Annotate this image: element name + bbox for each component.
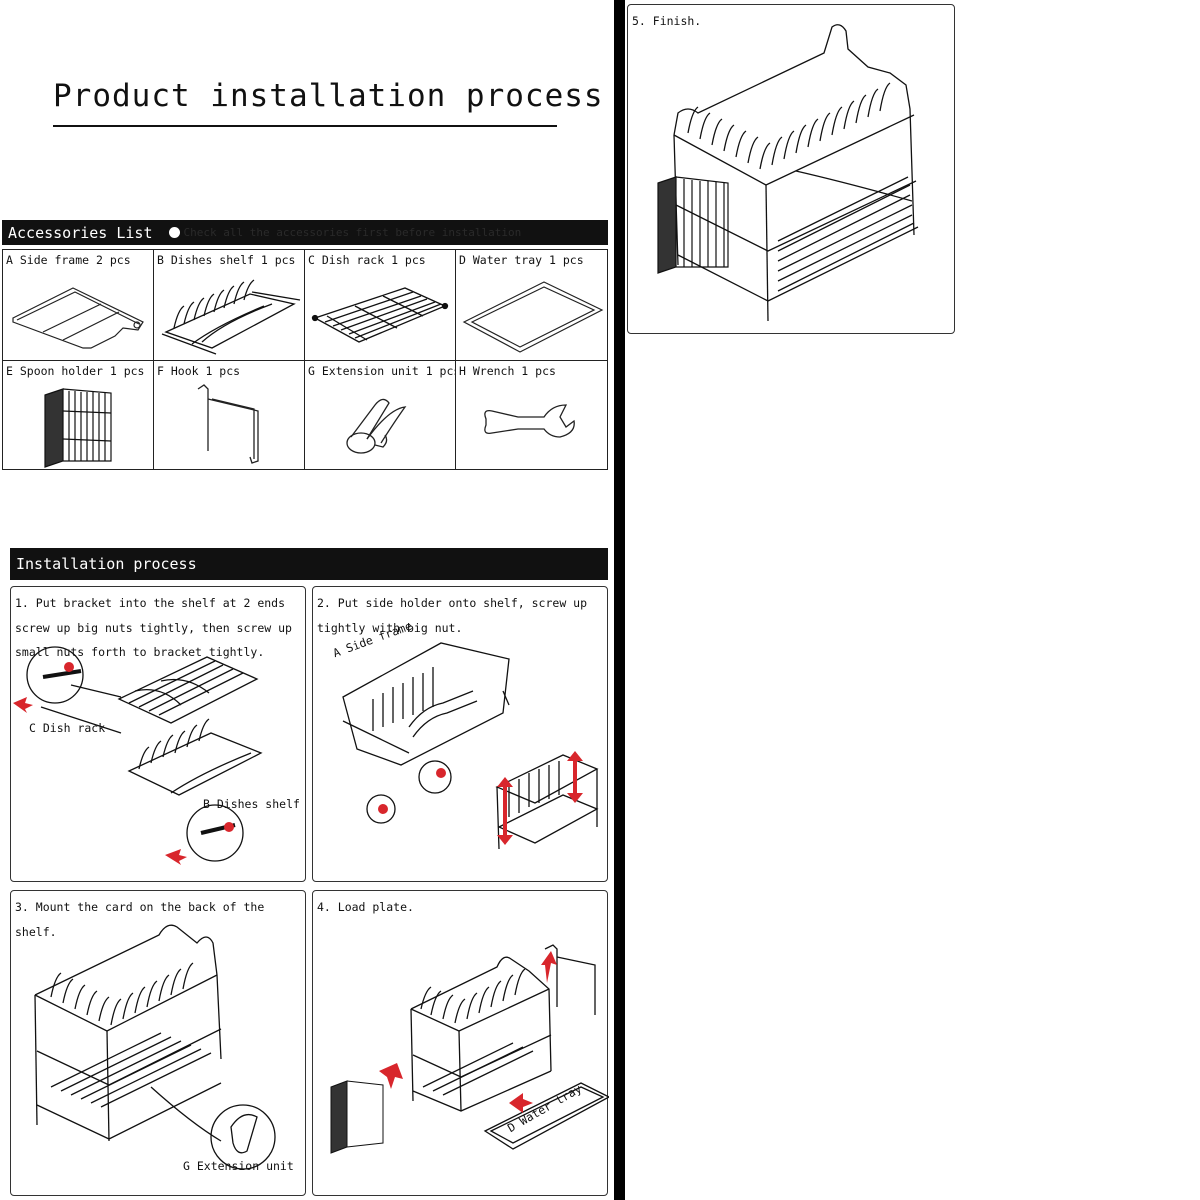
step-1-diagram bbox=[13, 646, 263, 865]
step-3-diagram bbox=[34, 924, 276, 1170]
column-divider bbox=[614, 0, 625, 1200]
accessory-spoon-holder: E Spoon holder 1 pcs bbox=[2, 360, 154, 470]
step-1-panel: 1. Put bracket into the shelf at 2 ends … bbox=[10, 586, 306, 882]
accessory-label: C Dish rack 1 pcs bbox=[308, 253, 426, 267]
step-3-panel: 3. Mount the card on the back of the she… bbox=[10, 890, 306, 1196]
step-4-diagram bbox=[330, 944, 609, 1154]
wrench-icon bbox=[484, 404, 575, 438]
callout-dish-rack: C Dish rack bbox=[29, 721, 106, 735]
step-5-panel: 5. Finish. bbox=[627, 4, 955, 334]
accessory-label: F Hook 1 pcs bbox=[157, 364, 241, 378]
accessories-note: Check all the accessories first before i… bbox=[183, 226, 522, 239]
accessory-label: B Dishes shelf 1 pcs bbox=[157, 253, 296, 267]
accessory-dishes-shelf: B Dishes shelf 1 pcs bbox=[153, 249, 305, 361]
accessory-label: D Water tray 1 pcs bbox=[459, 253, 584, 267]
accessory-hook: F Hook 1 pcs bbox=[153, 360, 305, 470]
installation-header: Installation process bbox=[16, 555, 197, 573]
step-4-text: 4. Load plate. bbox=[317, 900, 414, 914]
accessories-grid: A Side frame 2 pcs B Dishes shelf 1 pcs bbox=[2, 249, 608, 470]
step-1-text: 1. Put bracket into the shelf at 2 ends … bbox=[15, 596, 292, 659]
accessory-extension-unit: G Extension unit 1 pcs bbox=[304, 360, 460, 470]
accessory-water-tray: D Water tray 1 pcs bbox=[455, 249, 608, 361]
accessory-label: A Side frame 2 pcs bbox=[6, 253, 131, 267]
accessory-dish-rack: C Dish rack 1 pcs bbox=[304, 249, 456, 361]
water-tray-icon bbox=[462, 281, 604, 353]
bullet-icon bbox=[168, 227, 180, 238]
step-4-panel: 4. Load plate. D Water tray bbox=[312, 890, 609, 1196]
page-title: Product installation process bbox=[53, 78, 604, 114]
dish-rack-icon bbox=[311, 287, 449, 343]
step-2-text: 2. Put side holder onto shelf, screw up … bbox=[317, 596, 588, 635]
callout-extension-unit: G Extension unit bbox=[183, 1159, 294, 1173]
spoon-holder-icon bbox=[44, 388, 112, 468]
accessories-header-bar: Accessories List Check all the accessori… bbox=[2, 220, 608, 245]
accessory-wrench: H Wrench 1 pcs bbox=[455, 360, 608, 470]
side-frame-icon bbox=[12, 287, 144, 349]
accessory-side-frame: A Side frame 2 pcs bbox=[2, 249, 154, 361]
accessory-label: E Spoon holder 1 pcs bbox=[6, 364, 145, 378]
step-2-diagram bbox=[342, 642, 599, 850]
step-3-text: 3. Mount the card on the back of the she… bbox=[15, 900, 265, 939]
accessory-label: G Extension unit 1 pcs bbox=[308, 364, 461, 378]
step-5-text: 5. Finish. bbox=[632, 14, 702, 28]
step-2-panel: 2. Put side holder onto shelf, screw up … bbox=[312, 586, 608, 882]
accessory-label: H Wrench 1 pcs bbox=[459, 364, 556, 378]
hook-icon bbox=[197, 384, 259, 464]
accessories-header: Accessories List bbox=[8, 223, 153, 242]
step-5-diagram bbox=[657, 24, 919, 322]
title-underline bbox=[53, 125, 557, 127]
installation-header-bar: Installation process bbox=[10, 548, 608, 580]
extension-unit-icon bbox=[346, 398, 407, 454]
dishes-shelf-icon bbox=[161, 279, 301, 355]
